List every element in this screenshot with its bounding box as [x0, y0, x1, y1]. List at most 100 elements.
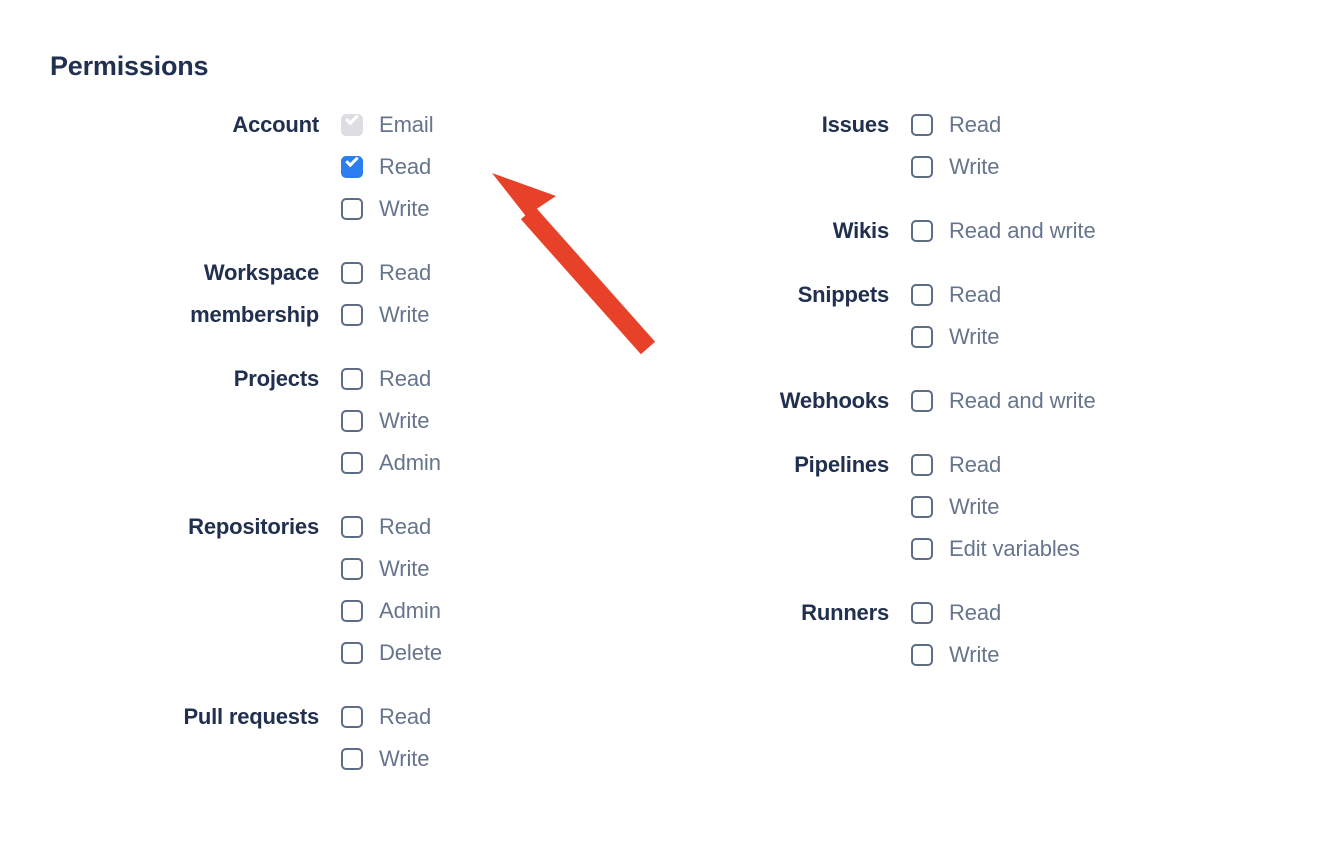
- checkbox-repositories-delete[interactable]: [341, 642, 363, 664]
- checkbox-label-repositories-delete[interactable]: Delete: [379, 640, 442, 665]
- permission-row: Write: [911, 146, 1322, 188]
- checkbox-label-wikis-read-and-write[interactable]: Read and write: [949, 218, 1096, 243]
- checkbox-webhooks-read-and-write[interactable]: [911, 390, 933, 412]
- checkbox-label-projects-write[interactable]: Write: [379, 408, 430, 433]
- checkbox-wikis-read-and-write[interactable]: [911, 220, 933, 242]
- permission-group-label-repositories: Repositories: [188, 514, 319, 539]
- checkbox-label-repositories-read[interactable]: Read: [379, 514, 432, 539]
- permission-row: Admin: [341, 590, 660, 632]
- permission-row: Read: [911, 104, 1322, 146]
- permission-row: Read: [341, 506, 660, 548]
- permission-options-webhooks: Read and write: [911, 380, 1322, 422]
- permission-group-label-snippets: Snippets: [797, 282, 890, 307]
- checkbox-label-snippets-write[interactable]: Write: [949, 324, 1000, 349]
- checkbox-projects-read[interactable]: [341, 368, 363, 390]
- checkbox-snippets-write[interactable]: [911, 326, 933, 348]
- permission-row: Read: [911, 274, 1322, 316]
- checkbox-label-pipelines-edit-variables[interactable]: Edit variables: [949, 536, 1080, 561]
- checkbox-label-issues-write[interactable]: Write: [949, 154, 1000, 179]
- check-icon: [345, 153, 359, 168]
- checkbox-projects-admin[interactable]: [341, 452, 363, 474]
- permission-row: Edit variables: [911, 528, 1322, 570]
- checkbox-label-issues-read[interactable]: Read: [949, 112, 1002, 137]
- permission-row: Read and write: [911, 380, 1322, 422]
- checkbox-label-repositories-admin[interactable]: Admin: [379, 598, 441, 623]
- permission-row: Email: [341, 104, 660, 146]
- checkbox-account-read[interactable]: [341, 153, 363, 178]
- permission-options-wikis: Read and write: [911, 210, 1322, 252]
- checkbox-account-write[interactable]: [341, 198, 363, 220]
- permission-group-label-runners: Runners: [801, 600, 889, 625]
- checkbox-label-account-write[interactable]: Write: [379, 196, 430, 221]
- checkbox-label-workspace-membership-read[interactable]: Read: [379, 260, 432, 285]
- checkbox-label-pipelines-read[interactable]: Read: [949, 452, 1002, 477]
- checkbox-label-repositories-write[interactable]: Write: [379, 556, 430, 581]
- permission-group-label-issues: Issues: [821, 112, 889, 137]
- checkbox-pipelines-write[interactable]: [911, 496, 933, 518]
- permission-row: Write: [911, 486, 1322, 528]
- checkbox-pull-requests-write[interactable]: [341, 748, 363, 770]
- permission-row: Admin: [341, 442, 660, 484]
- checkbox-pull-requests-read[interactable]: [341, 706, 363, 728]
- permission-group-label-pipelines: Pipelines: [794, 452, 889, 477]
- checkbox-label-projects-read[interactable]: Read: [379, 366, 432, 391]
- checkbox-label-runners-read[interactable]: Read: [949, 600, 1002, 625]
- permission-row: Read: [341, 146, 660, 188]
- checkbox-repositories-admin[interactable]: [341, 600, 363, 622]
- checkbox-label-pull-requests-read[interactable]: Read: [379, 704, 432, 729]
- checkbox-label-workspace-membership-write[interactable]: Write: [379, 302, 430, 327]
- checkbox-issues-write[interactable]: [911, 156, 933, 178]
- checkbox-pipelines-read[interactable]: [911, 454, 933, 476]
- checkbox-projects-write[interactable]: [341, 410, 363, 432]
- checkbox-label-account-email[interactable]: Email: [379, 112, 434, 137]
- permission-row: Read and write: [911, 210, 1322, 252]
- checkbox-issues-read[interactable]: [911, 114, 933, 136]
- checkbox-runners-write[interactable]: [911, 644, 933, 666]
- permission-row: Read: [341, 252, 660, 294]
- checkbox-runners-read[interactable]: [911, 602, 933, 624]
- checkbox-snippets-read[interactable]: [911, 284, 933, 306]
- checkbox-label-account-read[interactable]: Read: [379, 154, 432, 179]
- permission-group-label-account: Account: [232, 112, 319, 137]
- checkbox-label-webhooks-read-and-write[interactable]: Read and write: [949, 388, 1096, 413]
- permission-group-label-webhooks: Webhooks: [779, 388, 889, 413]
- checkbox-label-snippets-read[interactable]: Read: [949, 282, 1002, 307]
- checkbox-label-pipelines-write[interactable]: Write: [949, 494, 1000, 519]
- checkbox-label-pull-requests-write[interactable]: Write: [379, 746, 430, 771]
- checkbox-repositories-read[interactable]: [341, 516, 363, 538]
- checkbox-workspace-membership-write[interactable]: [341, 304, 363, 326]
- permission-row: Write: [911, 634, 1322, 676]
- permission-row: Write: [341, 294, 660, 336]
- permission-row: Read: [341, 696, 660, 738]
- checkbox-repositories-write[interactable]: [341, 558, 363, 580]
- permission-row: Write: [341, 548, 660, 590]
- checkbox-label-runners-write[interactable]: Write: [949, 642, 1000, 667]
- permission-group-label-pull-requests: Pull requests: [183, 704, 319, 729]
- check-icon: [345, 111, 359, 126]
- checkbox-label-projects-admin[interactable]: Admin: [379, 450, 441, 475]
- permission-row: Delete: [341, 632, 660, 674]
- permission-row: Read: [341, 358, 660, 400]
- permission-row: Read: [911, 444, 1322, 486]
- permission-row: Write: [341, 738, 660, 780]
- checkbox-workspace-membership-read[interactable]: [341, 262, 363, 284]
- permission-row: Write: [341, 400, 660, 442]
- checkbox-pipelines-edit-variables[interactable]: [911, 538, 933, 560]
